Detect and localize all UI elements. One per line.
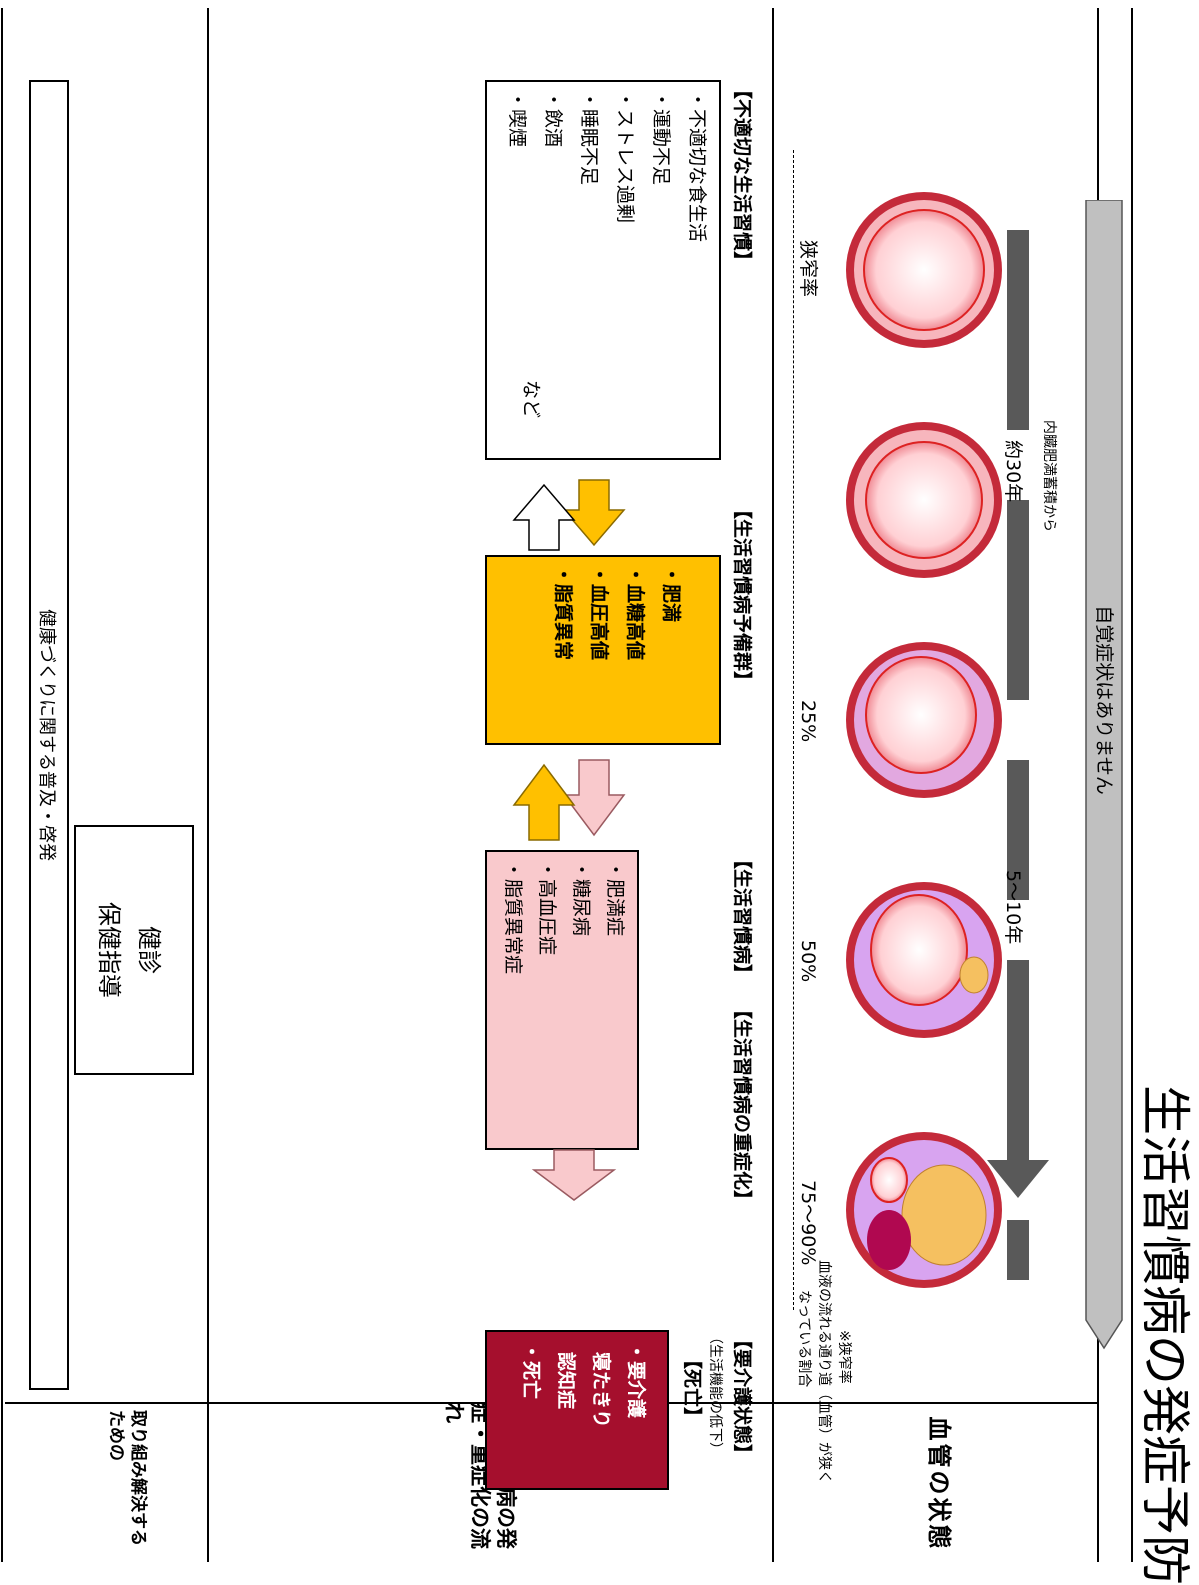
disease-3: ・高血圧症 [529,860,565,955]
checkup-line-2: 保健指導 [94,825,129,1075]
disease-heading: 【生活習慣病】 [731,850,753,983]
disease-2: ・糖尿病 [563,860,599,936]
care-1: ・要介護 [618,1342,654,1418]
vessel-5 [846,1132,1002,1288]
vessel-4 [846,882,1002,1038]
pre-heading: 【生活習慣病予備群】 [731,500,753,690]
pre-disease-arrows [499,750,629,850]
awareness-text: 健康づくりに関する普及・啓発 [35,80,61,1390]
row-label-actions: 取り組み解決するための [105,1410,149,1560]
care-sub: （生活機能の低下） [704,1330,725,1456]
habits-heading: 【不適切な生活習慣】 [731,80,753,270]
row-label-vessel: 血管の状態 [924,1402,959,1566]
care-heading: 【要介護状態】 [731,1330,753,1463]
habit-6: ・喫煙 [499,90,535,147]
disease-severe-arrow [529,1145,619,1205]
stage-5-pct: 75～90% [797,1180,819,1265]
stage-3-pct: 25% [797,700,819,742]
stenosis-label: 狭窄率 [797,240,819,297]
habit-etc: など [513,380,549,418]
disease-4: ・脂質異常症 [495,860,531,974]
habit-3: ・ストレス過剰 [607,90,643,223]
stage-4-pct: 50% [797,940,819,982]
no-symptom-label: 自覚症状はありません [1093,500,1115,900]
severe-heading: 【生活習慣病の重症化】 [731,1000,753,1209]
habit-2: ・運動不足 [643,90,679,185]
habit-1: ・不適切な食生活 [679,90,715,242]
habit-5: ・飲酒 [535,90,571,147]
vessel-1 [846,192,1002,348]
vessel-3 [846,642,1002,798]
vessel-2 [846,422,1002,578]
checkup-line-1: 健診 [134,825,169,1075]
stenosis-note-1: ※狭窄率 [833,1330,854,1384]
habit-4: ・睡眠不足 [571,90,607,185]
stenosis-note-2: 血液の流れる通り道（血管）が狭く [813,1260,834,1484]
pre-3: ・血圧高値 [581,565,617,660]
stenosis-note-3: なっている割合 [793,1290,814,1387]
care-4: ・死亡 [513,1342,549,1399]
pre-2: ・血糖高値 [617,565,653,660]
care-death: 【死亡】 [681,1350,703,1426]
habits-pre-arrows [499,470,629,560]
care-2: 寝たきり [583,1352,619,1428]
disease-1: ・肥満症 [597,860,633,936]
page-title: 生活習慣病の発症予防 [1133,1085,1197,1565]
pre-4: ・脂質異常 [545,565,581,660]
pre-1: ・肥満 [653,565,689,622]
care-3: 認知症 [548,1352,584,1409]
visceral-fat-label: 内臓肥満蓄積から [1038,420,1059,532]
